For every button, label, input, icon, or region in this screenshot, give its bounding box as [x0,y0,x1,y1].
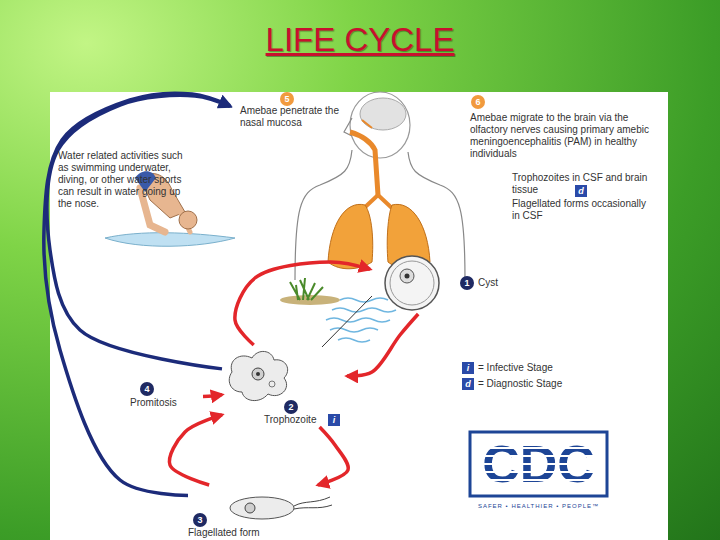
cycle-arrow [47,95,230,368]
logo-text: CDC [470,432,607,496]
stage-badge: d [575,185,587,197]
logo-frame [470,432,607,496]
step-number: 5 [280,92,294,106]
logo-stripe [474,448,603,480]
white-panel [50,92,668,540]
head-outline [350,92,410,158]
water-waves [326,298,396,342]
legend-swatch: i [462,362,474,374]
step-number: 4 [140,382,154,396]
olfactory-nerve [362,120,372,128]
flagella [294,497,332,509]
cyst-inner-wall [390,261,434,305]
step-text: Amebae migrate to the brain via the olfa… [470,112,660,160]
flagellate-nucleus [245,503,255,513]
step-number: 6 [471,95,485,109]
body-outline [295,150,465,280]
airway [350,132,378,195]
stage-letter: i [462,362,474,374]
trophozoite-stage: 2Trophozoitei [222,345,347,427]
trophozoite-cell [229,351,287,400]
cycle-arrow [235,262,370,345]
flagellate-cell [230,497,294,519]
step-number: 2 [284,400,298,414]
brain [360,98,406,130]
cycle-arrow [318,427,348,485]
logo-tagline: SAFER • HEALTHIER • PEOPLE™ [470,502,607,510]
legend-text: = Infective Stage [478,362,553,374]
cycle-arrow [44,93,230,495]
cycle-arrow [169,415,222,485]
soil [280,295,340,305]
stage-name: Trophozoite [264,414,326,426]
stage-name: Promitosis [130,397,202,409]
cyst-wall [385,256,439,310]
cyst-nucleolus [405,274,410,279]
stage-letter: d [462,378,474,390]
plant [290,278,323,300]
activity-note: Water related activities such as swimmin… [58,150,186,210]
stage-name: Flagellated form [188,527,288,539]
host-stage: 5Amebae penetrate the nasal mucosa 6Ameba… [230,92,660,250]
swimmer-head [179,211,197,229]
cyst-nucleus [400,269,414,283]
legend-swatch: d [462,378,474,390]
trophozoite-nucleolus [256,372,260,376]
divider-line [322,296,372,347]
step-number: 3 [193,513,207,527]
cycle-arrow [347,314,418,376]
step-text: Amebae penetrate the nasal mucosa [240,105,340,129]
trophozoite-nucleus [252,368,264,380]
promitosis-stage: 4Promitosis [128,382,203,414]
cyst-stage: 1 Cyst [370,252,520,314]
lung [328,204,373,268]
legend-text: = Diagnostic Stage [478,378,562,390]
flagellate-stage: 3Flagellated form [188,485,338,540]
legend-item: i = Infective Stage [462,362,553,374]
water-surface [105,233,235,247]
vacuole [269,381,275,387]
step-number: 1 [460,276,474,290]
slide-title: LIFE CYCLE [0,20,720,60]
diagnostic-text: Flagellated forms occasionally in CSF [512,198,652,222]
cycle-arrow [203,395,222,397]
stage-badge: i [328,414,340,426]
legend-item: d = Diagnostic Stage [462,378,562,390]
stage-name: Cyst [478,277,518,289]
